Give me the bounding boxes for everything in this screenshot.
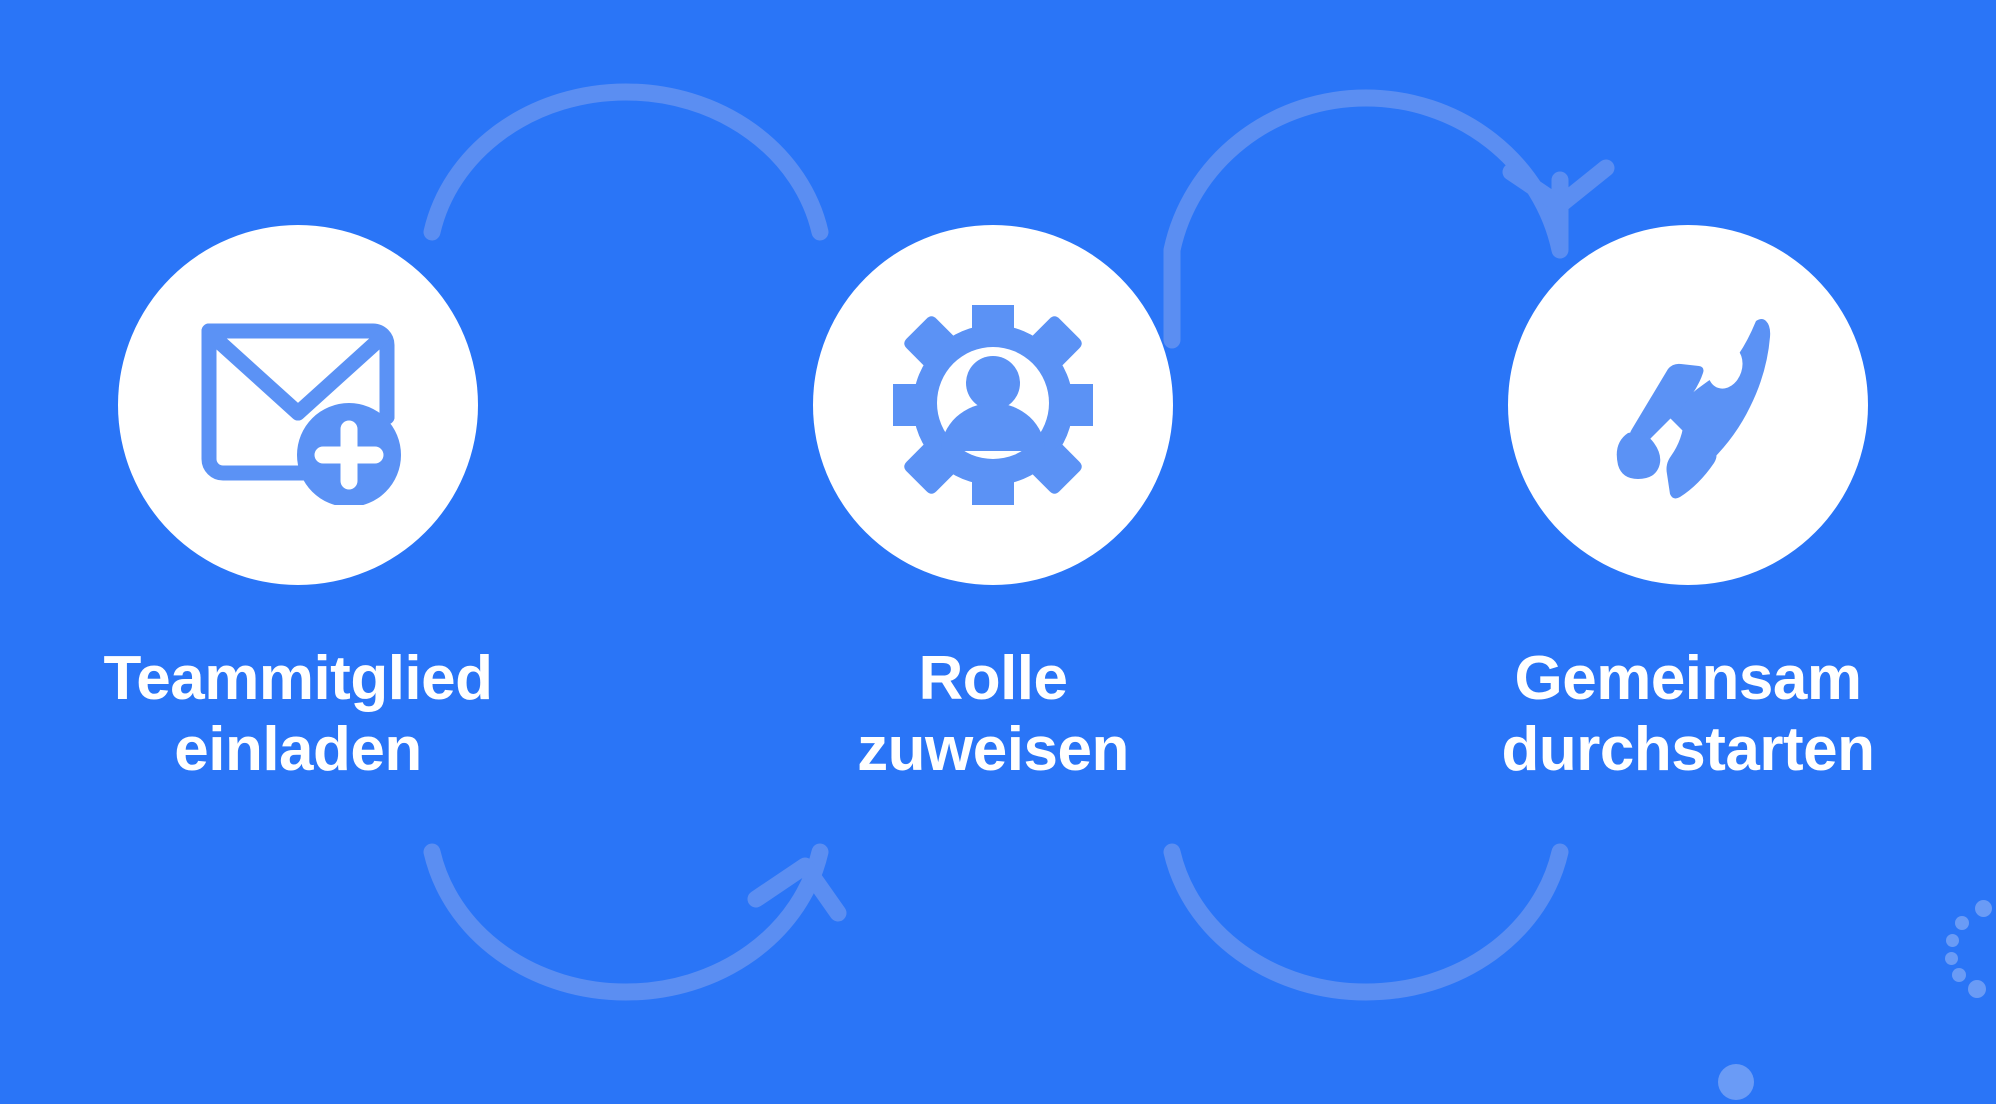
- step-icon-badge: [813, 225, 1173, 585]
- step-label: Teammitglied einladen: [103, 644, 493, 785]
- decorative-dot: [1945, 952, 1958, 965]
- plus-icon: [314, 420, 384, 490]
- step-label: Rolle zuweisen: [857, 644, 1129, 785]
- rocket-window-icon: [1707, 345, 1743, 389]
- decorative-dot: [1975, 900, 1992, 917]
- decorative-dot: [1946, 934, 1959, 947]
- step-assign-role[interactable]: Rolle zuweisen: [693, 0, 1293, 786]
- step-invite-team-member[interactable]: Teammitglied einladen: [0, 0, 598, 786]
- envelope-add-icon: [201, 323, 401, 505]
- person-body-icon: [941, 403, 1045, 451]
- step-launch-together[interactable]: Gemeinsam durchstarten: [1388, 0, 1988, 786]
- rocket-icon: [1616, 319, 1771, 499]
- step-icon-badge: [118, 225, 478, 585]
- step-label: Gemeinsam durchstarten: [1501, 644, 1875, 785]
- step-icon-badge: [1508, 225, 1868, 585]
- decorative-dot: [1955, 916, 1969, 930]
- person-head-icon: [966, 356, 1020, 410]
- decorative-dot: [1968, 980, 1986, 998]
- decorative-dot: [1952, 968, 1966, 982]
- decorative-dot: [1718, 1064, 1754, 1100]
- gear-user-icon: [893, 305, 1093, 505]
